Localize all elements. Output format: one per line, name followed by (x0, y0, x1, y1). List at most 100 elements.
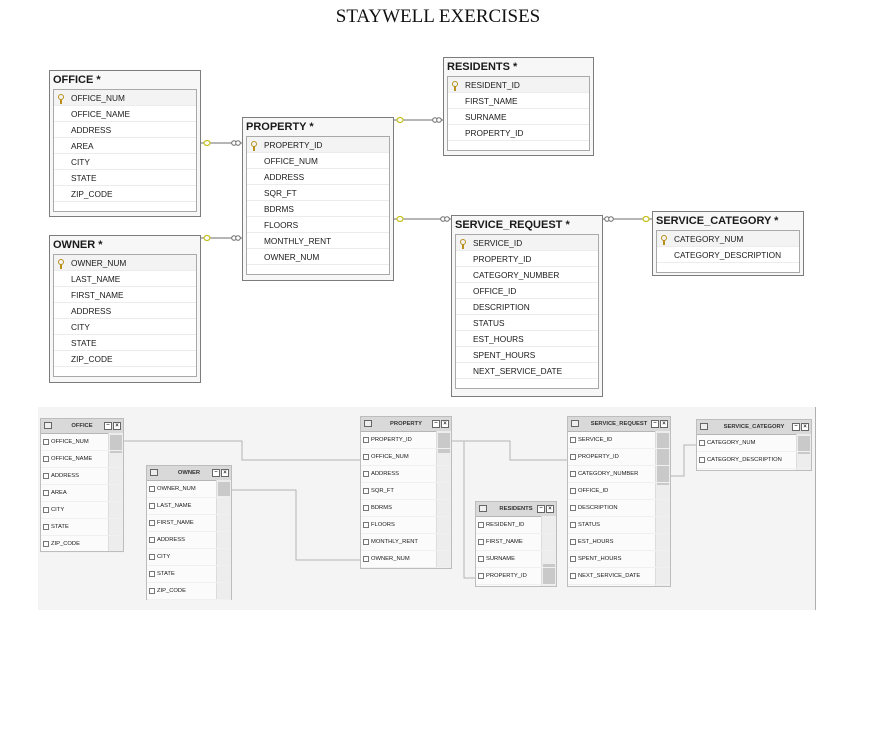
query-column[interactable]: PROPERTY_ID (568, 449, 670, 466)
query-table-scrollbar[interactable] (655, 431, 670, 586)
checkbox-icon[interactable] (363, 522, 369, 528)
query-column[interactable]: OFFICE_NUM (41, 434, 123, 451)
query-column[interactable]: CITY (41, 502, 123, 519)
query-column[interactable]: PROPERTY_ID (476, 568, 556, 585)
erd-column[interactable]: STATUS (456, 315, 598, 331)
erd-column[interactable]: CATEGORY_DESCRIPTION (657, 247, 799, 263)
checkbox-icon[interactable] (478, 556, 484, 562)
query-column[interactable]: FLOORS (361, 517, 451, 534)
checkbox-icon[interactable] (570, 556, 576, 562)
minimize-icon[interactable]: – (104, 422, 112, 430)
checkbox-icon[interactable] (363, 471, 369, 477)
checkbox-icon[interactable] (149, 588, 155, 594)
erd-column[interactable]: SURNAME (448, 109, 589, 125)
checkbox-icon[interactable] (149, 537, 155, 543)
checkbox-icon[interactable] (570, 437, 576, 443)
checkbox-icon[interactable] (570, 471, 576, 477)
checkbox-icon[interactable] (699, 440, 705, 446)
query-column[interactable]: SERVICE_ID (568, 432, 670, 449)
checkbox-icon[interactable] (570, 573, 576, 579)
checkbox-icon[interactable] (570, 488, 576, 494)
query-column[interactable]: MONTHLY_RENT (361, 534, 451, 551)
query-column[interactable]: STATE (41, 519, 123, 536)
query-column[interactable]: CITY (147, 549, 231, 566)
checkbox-icon[interactable] (363, 505, 369, 511)
query-table-header[interactable]: SERVICE_REQUEST – × (568, 417, 670, 432)
query-column[interactable]: CATEGORY_DESCRIPTION (697, 452, 811, 469)
checkbox-icon[interactable] (570, 454, 576, 460)
checkbox-icon[interactable] (149, 486, 155, 492)
checkbox-icon[interactable] (570, 539, 576, 545)
minimize-icon[interactable]: – (651, 420, 659, 428)
query-column[interactable]: OFFICE_ID (568, 483, 670, 500)
query-table-scrollbar[interactable] (216, 480, 231, 599)
query-column[interactable]: ADDRESS (147, 532, 231, 549)
checkbox-icon[interactable] (570, 505, 576, 511)
checkbox-icon[interactable] (363, 454, 369, 460)
query-column[interactable]: LAST_NAME (147, 498, 231, 515)
query-table-scrollbar[interactable] (108, 433, 123, 551)
query-table-header[interactable]: SERVICE_CATEGORY – × (697, 420, 811, 435)
close-icon[interactable]: × (221, 469, 229, 477)
erd-column[interactable]: LAST_NAME (54, 271, 196, 287)
query-column[interactable]: FIRST_NAME (147, 515, 231, 532)
erd-column[interactable]: FIRST_NAME (54, 287, 196, 303)
close-icon[interactable]: × (441, 420, 449, 428)
erd-column[interactable]: AREA (54, 138, 196, 154)
erd-column[interactable]: EST_HOURS (456, 331, 598, 347)
erd-column[interactable]: CATEGORY_NUMBER (456, 267, 598, 283)
checkbox-icon[interactable] (43, 524, 49, 530)
query-column[interactable]: OWNER_NUM (147, 481, 231, 498)
checkbox-icon[interactable] (43, 456, 49, 462)
erd-column[interactable]: PROPERTY_ID (456, 251, 598, 267)
checkbox-icon[interactable] (363, 539, 369, 545)
erd-column[interactable]: OFFICE_ID (456, 283, 598, 299)
checkbox-icon[interactable] (478, 539, 484, 545)
erd-column[interactable]: SPENT_HOURS (456, 347, 598, 363)
erd-column[interactable]: OFFICE_NUM (247, 153, 389, 169)
query-table-header[interactable]: OFFICE – × (41, 419, 123, 434)
checkbox-icon[interactable] (363, 437, 369, 443)
erd-column[interactable]: CITY (54, 154, 196, 170)
checkbox-icon[interactable] (478, 573, 484, 579)
minimize-icon[interactable]: – (537, 505, 545, 513)
checkbox-icon[interactable] (363, 488, 369, 494)
erd-column[interactable]: MONTHLY_RENT (247, 233, 389, 249)
checkbox-icon[interactable] (149, 503, 155, 509)
query-column[interactable]: PROPERTY_ID (361, 432, 451, 449)
erd-column[interactable]: PROPERTY_ID (247, 137, 389, 153)
checkbox-icon[interactable] (43, 473, 49, 479)
checkbox-icon[interactable] (570, 522, 576, 528)
query-column[interactable]: CATEGORY_NUMBER (568, 466, 670, 483)
query-column[interactable]: ZIP_CODE (41, 536, 123, 553)
erd-column[interactable]: SERVICE_ID (456, 235, 598, 251)
query-column[interactable]: SQR_FT (361, 483, 451, 500)
checkbox-icon[interactable] (149, 571, 155, 577)
erd-column[interactable]: RESIDENT_ID (448, 77, 589, 93)
query-column[interactable]: BDRMS (361, 500, 451, 517)
erd-column[interactable]: DESCRIPTION (456, 299, 598, 315)
erd-column[interactable]: OWNER_NUM (247, 249, 389, 265)
checkbox-icon[interactable] (478, 522, 484, 528)
query-column[interactable]: OFFICE_NAME (41, 451, 123, 468)
query-column[interactable]: STATE (147, 566, 231, 583)
minimize-icon[interactable]: – (212, 469, 220, 477)
close-icon[interactable]: × (801, 423, 809, 431)
query-column[interactable]: OWNER_NUM (361, 551, 451, 568)
query-table-header[interactable]: OWNER – × (147, 466, 231, 481)
close-icon[interactable]: × (660, 420, 668, 428)
erd-column[interactable]: OWNER_NUM (54, 255, 196, 271)
query-table-header[interactable]: PROPERTY – × (361, 417, 451, 432)
query-table-scrollbar[interactable] (796, 434, 811, 470)
query-column[interactable]: SPENT_HOURS (568, 551, 670, 568)
query-column[interactable]: DESCRIPTION (568, 500, 670, 517)
query-column[interactable]: RESIDENT_ID (476, 517, 556, 534)
